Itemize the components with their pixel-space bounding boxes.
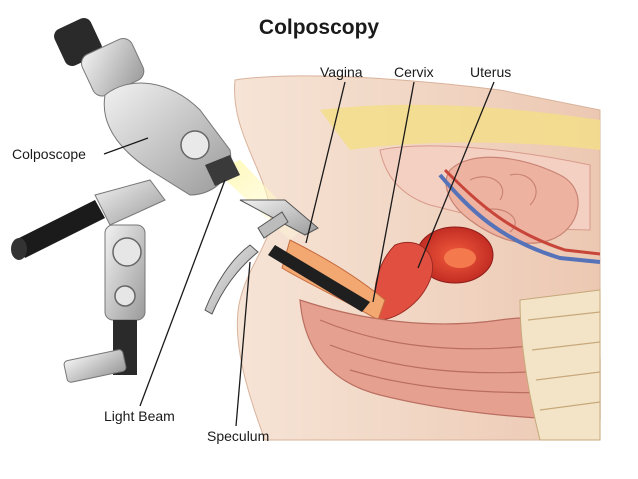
label-light-beam: Light Beam xyxy=(104,408,175,424)
intestine-folds xyxy=(469,173,537,233)
diagram-title: Colposcopy xyxy=(258,16,380,39)
colposcope-joint xyxy=(112,237,142,267)
uterus-leader xyxy=(417,81,495,269)
colposcope-knob xyxy=(180,130,210,160)
colposcope-lens xyxy=(205,155,240,186)
label-uterus: Uterus xyxy=(470,64,512,80)
vertebra-lines xyxy=(527,311,601,411)
colposcope-lower-knob xyxy=(114,285,136,307)
colposcope-handle-end xyxy=(11,238,27,260)
speculum-handle xyxy=(204,244,259,315)
uterus-cavity xyxy=(444,248,476,268)
spine xyxy=(519,289,601,441)
label-cervix: Cervix xyxy=(394,64,434,80)
colposcope xyxy=(11,18,240,383)
vagina-leader xyxy=(305,81,346,244)
label-colposcope: Colposcope xyxy=(12,146,86,162)
speculum-blade-shaft xyxy=(268,245,370,312)
light-beam-leader xyxy=(139,179,226,407)
fat-layer xyxy=(320,104,600,150)
colposcope-handle xyxy=(15,200,105,258)
label-vagina: Vagina xyxy=(320,64,363,80)
blood-vessel xyxy=(438,173,601,264)
colposcope-base-arm xyxy=(63,349,127,383)
colposcope-leader xyxy=(103,137,149,155)
label-speculum: Speculum xyxy=(207,428,270,444)
intestines xyxy=(445,156,579,244)
pelvic-anatomy xyxy=(234,75,601,441)
speculum-leader xyxy=(235,261,251,427)
blood-vessel-red xyxy=(443,168,601,256)
speculum-hinge xyxy=(257,211,289,239)
leader-lines xyxy=(103,81,495,427)
cervix-leader xyxy=(372,81,415,303)
speculum xyxy=(204,199,370,315)
colposcope-arm xyxy=(94,179,166,226)
